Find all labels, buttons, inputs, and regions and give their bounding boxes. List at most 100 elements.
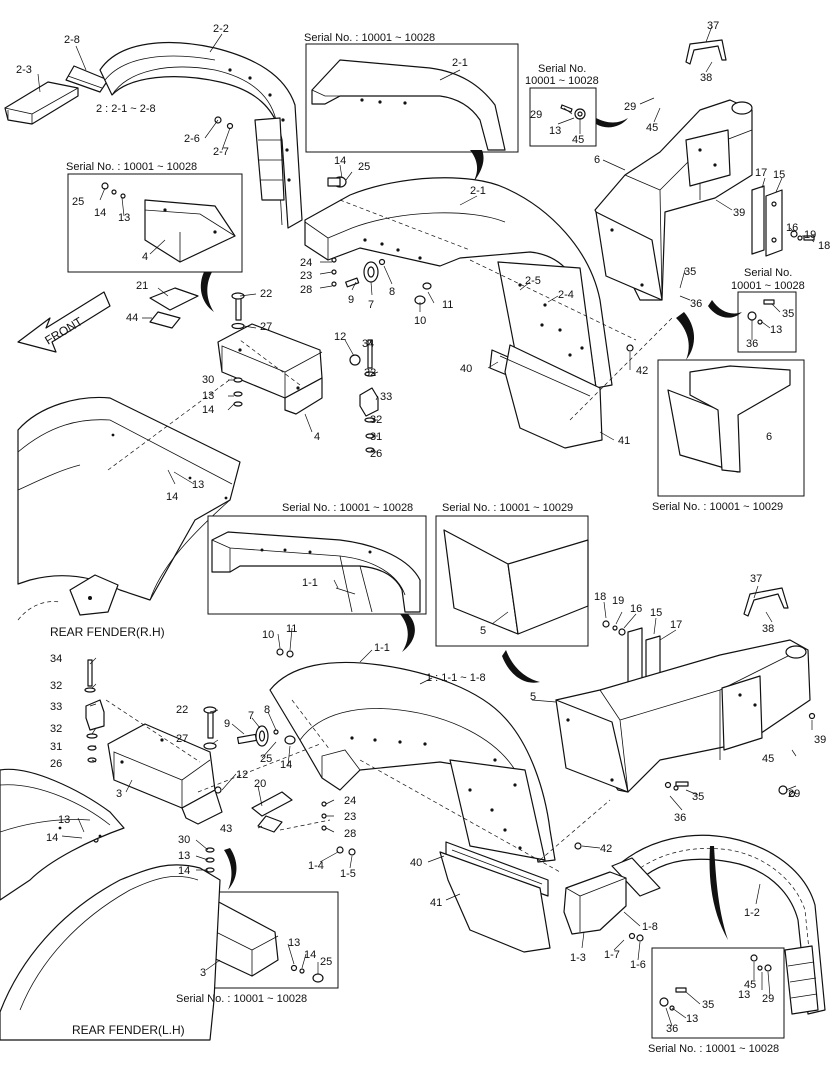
part-label: 33 xyxy=(50,701,62,713)
section-title-lh: REAR FENDER(L.H) xyxy=(72,1023,185,1037)
part-1-2-fender-shell xyxy=(611,834,826,1015)
part-label: 5 xyxy=(480,625,486,637)
part-label: 13 xyxy=(549,125,561,137)
part-label: 12 xyxy=(236,769,248,781)
part-label: 30 xyxy=(178,834,190,846)
callout-arrow xyxy=(596,118,628,128)
part-label: 34 xyxy=(50,653,62,665)
section-title-rh: REAR FENDER(R.H) xyxy=(50,625,165,639)
part-2-2-fender-shell xyxy=(99,41,303,229)
part-label: 11 xyxy=(286,623,297,635)
part-label: 36 xyxy=(746,338,758,350)
part-label: 18 xyxy=(818,240,830,252)
tractor-body-lh xyxy=(0,768,221,1041)
part-label: 26 xyxy=(50,758,62,770)
part-label: 13 xyxy=(686,1013,698,1025)
serial-caption: Serial No. : 10001 ~ 10028 xyxy=(66,161,197,173)
part-21-hinge xyxy=(149,287,199,329)
serial-box-hardware-top xyxy=(529,87,597,147)
part-label: 10 xyxy=(414,315,426,327)
part-label: 40 xyxy=(410,857,422,869)
part-label: 19 xyxy=(804,229,816,241)
part-1-1-fender xyxy=(269,661,556,863)
part-label: 9 xyxy=(224,718,230,730)
part-label: 27 xyxy=(176,733,188,745)
part-label: 45 xyxy=(744,979,756,991)
part-label: 15 xyxy=(650,607,662,619)
part-label: 32 xyxy=(364,367,376,379)
part-label: 29 xyxy=(530,109,542,121)
part-label: 20 xyxy=(254,778,266,790)
part-label: 32 xyxy=(50,680,62,692)
part-label: 13 xyxy=(288,937,300,949)
part-label: 19 xyxy=(612,595,624,607)
part-label: 6 xyxy=(594,154,600,166)
part-label: 2-8 xyxy=(64,34,80,46)
part-label: 2-2 xyxy=(213,23,229,35)
part-label: 39 xyxy=(814,734,826,746)
part-label: 14 xyxy=(334,155,346,167)
serial-caption: Serial No. : 10001 ~ 10028 xyxy=(648,1043,779,1055)
part-label: 25 xyxy=(72,196,84,208)
serial-caption: Serial No. xyxy=(538,63,586,75)
part-33-block-lower xyxy=(85,699,105,731)
serial-box-mount-5 xyxy=(435,515,589,647)
part-33-block xyxy=(359,387,379,417)
part-label: 13 xyxy=(178,850,190,862)
front-arrow: FRONT xyxy=(17,291,111,353)
part-label: 23 xyxy=(344,811,356,823)
part-label: 36 xyxy=(674,812,686,824)
part-label: 11 xyxy=(442,299,453,311)
group-caption: 1 : 1-1 ~ 1-8 xyxy=(426,672,486,684)
part-label: 9 xyxy=(348,294,354,306)
captions: Serial No. : 10001 ~ 10028 Serial No. 10… xyxy=(50,32,805,1055)
callout-arrow xyxy=(709,846,728,940)
part-label: 41 xyxy=(430,897,442,909)
part-label: 35 xyxy=(702,999,714,1011)
leader-lines-upper xyxy=(37,25,815,485)
part-label: 12 xyxy=(334,331,346,343)
part-label: 28 xyxy=(344,828,356,840)
part-label: 8 xyxy=(389,286,395,298)
part-label: 7 xyxy=(248,710,254,722)
serial-caption: Serial No. : 10001 ~ 10028 xyxy=(282,502,413,514)
part-label: 13 xyxy=(58,814,70,826)
part-number-labels: 2-8 2-2 2-3 2-6 2-7 2-1 2-1 14 25 25 14 … xyxy=(16,20,830,1035)
serial-caption: 10001 ~ 10028 xyxy=(525,75,599,87)
part-label: 22 xyxy=(260,288,272,300)
part-label: 27 xyxy=(260,321,272,333)
serial-box-hardware-bottom xyxy=(651,947,785,1039)
tractor-body-rh xyxy=(17,396,241,621)
part-label: 2-6 xyxy=(184,133,200,145)
part-label: 14 xyxy=(178,865,190,877)
part-label: 6 xyxy=(766,431,772,443)
serial-box-mount-6 xyxy=(657,359,805,497)
part-label: 2-1 xyxy=(470,185,486,197)
part-label: 1-3 xyxy=(570,952,586,964)
part-40-41-mudflap-lower xyxy=(439,841,551,953)
part-label: 23 xyxy=(300,270,312,282)
part-6-mount xyxy=(594,99,753,301)
part-label: 2-3 xyxy=(16,64,32,76)
part-label: 45 xyxy=(762,753,774,765)
part-label: 41 xyxy=(618,435,630,447)
serial-caption: Serial No. : 10001 ~ 10029 xyxy=(652,501,783,513)
part-label: 10 xyxy=(262,629,274,641)
callout-arrow xyxy=(200,272,214,312)
part-label: 16 xyxy=(786,222,798,234)
part-label: 13 xyxy=(738,989,750,1001)
group-caption: 2 : 2-1 ~ 2-8 xyxy=(96,103,156,115)
part-label: 21 xyxy=(136,280,148,292)
part-label: 8 xyxy=(264,704,270,716)
part-label: 30 xyxy=(202,374,214,386)
part-label: 2-1 xyxy=(452,57,468,69)
part-label: 13 xyxy=(192,479,204,491)
part-label: 29 xyxy=(788,788,800,800)
part-label: 14 xyxy=(304,949,316,961)
part-label: 3 xyxy=(116,788,122,800)
part-label: 29 xyxy=(762,993,774,1005)
part-37-handle-top xyxy=(685,39,727,65)
part-3-bracket xyxy=(107,723,223,825)
hardware-upper xyxy=(101,116,634,475)
